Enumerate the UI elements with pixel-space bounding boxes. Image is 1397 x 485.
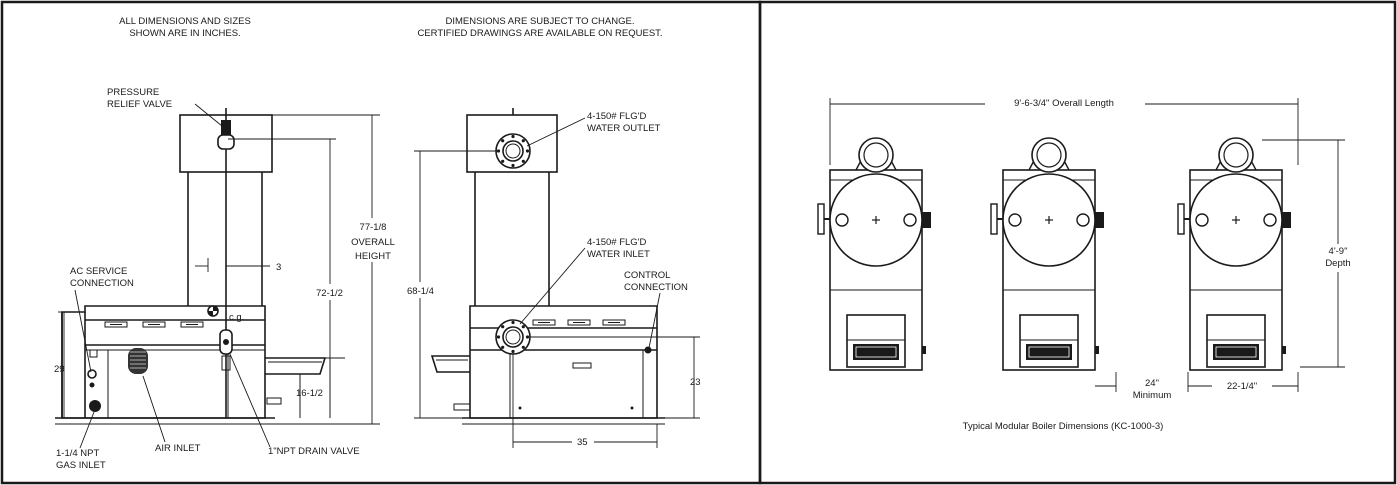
dim-23: 23 bbox=[690, 377, 701, 388]
note-dims-in-inches-1: ALL DIMENSIONS AND SIZES bbox=[119, 16, 251, 27]
right-panel-caption: Typical Modular Boiler Dimensions (KC-10… bbox=[963, 421, 1164, 432]
label-ac-service-1: AC SERVICE bbox=[70, 266, 127, 277]
burner-box bbox=[846, 314, 906, 368]
label-gas-inlet-2: GAS INLET bbox=[56, 460, 106, 471]
label-pressure-relief-2: RELIEF VALVE bbox=[107, 99, 172, 110]
min-gap-value: 24" bbox=[1145, 378, 1159, 389]
gas-coupling bbox=[922, 212, 931, 228]
overall-height-label-1: OVERALL bbox=[351, 237, 395, 248]
burner-box bbox=[1019, 314, 1079, 368]
front-view bbox=[430, 108, 665, 425]
water-flange bbox=[990, 203, 998, 235]
depth-value: 4'-9" bbox=[1329, 246, 1348, 257]
note-dims-in-inches-2: SHOWN ARE IN INCHES. bbox=[129, 28, 240, 39]
label-water-outlet-2: WATER OUTLET bbox=[587, 123, 661, 134]
dim-3: 3 bbox=[276, 262, 281, 273]
label-gas-inlet-1: 1-1/4 NPT bbox=[56, 448, 99, 459]
dim-35: 35 bbox=[577, 437, 588, 448]
label-ac-service-2: CONNECTION bbox=[70, 278, 134, 289]
cg-label: c.g. bbox=[229, 312, 244, 323]
gas-inlet-fitting bbox=[89, 400, 101, 412]
note-subject-to-change-2: CERTIFIED DRAWINGS ARE AVAILABLE ON REQU… bbox=[417, 28, 662, 39]
note-subject-to-change-1: DIMENSIONS ARE SUBJECT TO CHANGE. bbox=[446, 16, 635, 27]
label-control-connection-2: CONNECTION bbox=[624, 282, 688, 293]
unit-width-value: 22-1/4" bbox=[1227, 381, 1257, 392]
boiler-unit bbox=[990, 137, 1104, 371]
gas-coupling bbox=[1282, 212, 1291, 228]
label-water-outlet-1: 4-150# FLG'D bbox=[587, 111, 647, 122]
right-panel-border bbox=[758, 0, 1397, 485]
label-air-inlet: AIR INLET bbox=[155, 443, 201, 454]
water-flange bbox=[817, 203, 825, 235]
front-base-cabinet bbox=[469, 305, 658, 419]
dim-29: 29 bbox=[54, 364, 65, 375]
label-control-connection-1: CONTROL bbox=[624, 270, 670, 281]
drain-valve bbox=[223, 339, 229, 345]
air-inlet-grille bbox=[128, 348, 148, 374]
water-flange bbox=[1177, 203, 1185, 235]
modular-units bbox=[817, 137, 1291, 371]
min-gap-label: Minimum bbox=[1133, 390, 1172, 401]
label-water-inlet-2: WATER INLET bbox=[587, 249, 650, 260]
overall-length-label: 9'-6-3/4" Overall Length bbox=[1014, 98, 1114, 109]
control-connection-fitting bbox=[644, 346, 652, 354]
pressure-relief-valve bbox=[221, 120, 231, 136]
boiler-unit bbox=[1177, 137, 1291, 371]
dim-16-half: 16-1/2 bbox=[296, 388, 323, 399]
overall-height-label-2: HEIGHT bbox=[355, 251, 391, 262]
label-drain-valve: 1"NPT DRAIN VALVE bbox=[268, 446, 360, 457]
overall-height-value: 77-1/8 bbox=[360, 222, 387, 233]
boiler-unit bbox=[817, 137, 931, 371]
label-pressure-relief-1: PRESSURE bbox=[107, 87, 159, 98]
label-water-inlet-1: 4-150# FLG'D bbox=[587, 237, 647, 248]
burner-box bbox=[1206, 314, 1266, 368]
dim-68-quarter: 68-1/4 bbox=[407, 286, 434, 297]
depth-label: Depth bbox=[1325, 258, 1350, 269]
gas-coupling bbox=[1095, 212, 1104, 228]
side-view: c.g. bbox=[55, 108, 327, 425]
dim-72-half: 72-1/2 bbox=[316, 288, 343, 299]
front-top-box bbox=[466, 114, 558, 173]
